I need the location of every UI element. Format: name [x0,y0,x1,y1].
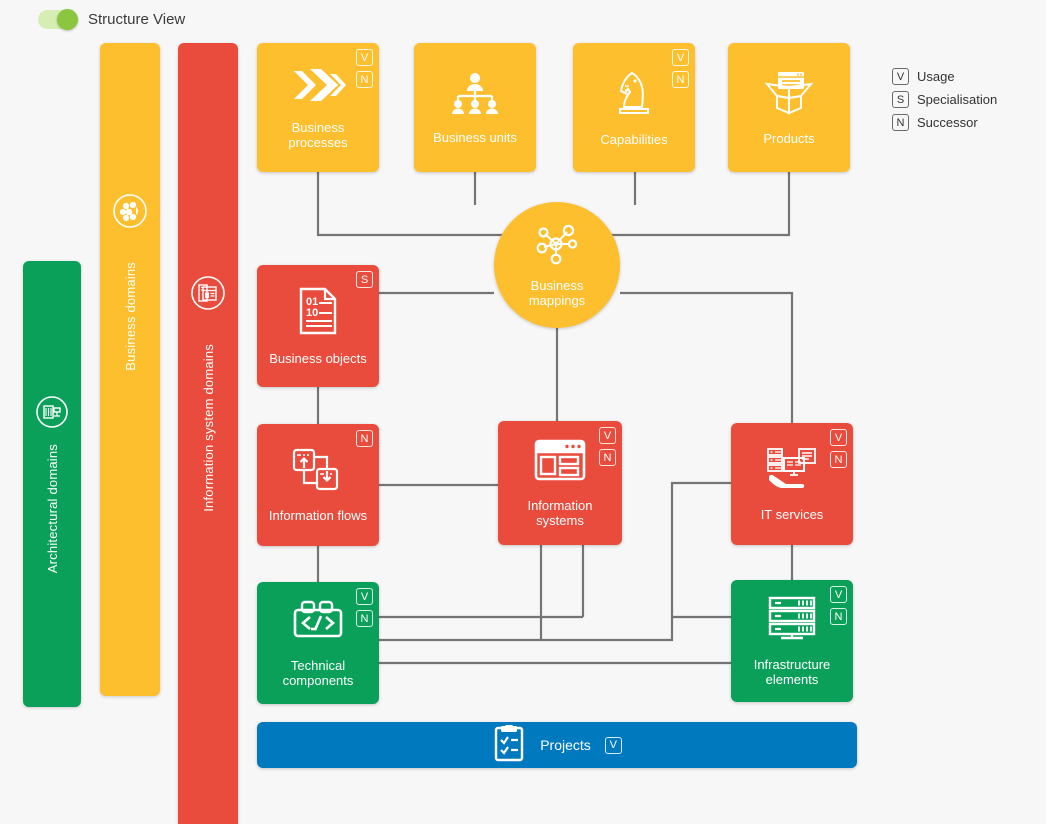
bar-label: Business domains [122,262,138,371]
badge-successor: N [672,71,689,88]
service-hand-icon [765,446,819,497]
open-box-icon [761,70,817,121]
card-label: Information flows [268,508,368,523]
card-label: IT services [760,507,824,522]
clipboard-check-icon [492,724,526,767]
badge-successor: N [830,608,847,625]
badge-group: S [356,271,373,288]
card-it-services[interactable]: V N IT services [731,423,853,545]
legend-item-successor: N Successor [892,114,997,131]
badge-usage: V [672,49,689,66]
card-label: Information systems [527,497,593,528]
structure-view-label: Structure View [88,11,186,28]
bar-label: Architectural domains [44,443,60,574]
card-label: Technical components [282,657,354,688]
toggle-knob [57,9,78,30]
card-products[interactable]: Products [728,43,850,172]
legend: V Usage S Specialisation N Successor [892,68,997,131]
legend-item-specialisation: S Specialisation [892,91,997,108]
card-business-processes[interactable]: V N Business processes [257,43,379,172]
card-technical-components[interactable]: V N Technical components [257,582,379,704]
badge-successor: N [356,430,373,447]
badge-successor: N [830,451,847,468]
card-label: Business objects [269,351,367,366]
badge-successor: N [356,71,373,88]
chevrons-icon [290,65,346,110]
card-label: Capabilities [600,131,668,147]
server-rack-icon [767,596,817,647]
hub-label: Business mappings [528,277,586,308]
card-business-units[interactable]: Business units [414,43,536,172]
badge-usage: V [356,588,373,605]
legend-key-icon: S [892,91,909,108]
badge-group: N [356,430,373,447]
bar-label: Information system domains [200,344,216,512]
badge-usage: V [830,429,847,446]
badge-group: V N [672,49,689,88]
bar-information-system-domains[interactable]: Information system domains [178,43,238,824]
network-nodes-icon [534,223,580,270]
hub-business-mappings[interactable]: Business mappings [494,202,620,328]
legend-item-label: Successor [917,115,978,130]
flower-cluster-icon [112,193,148,234]
architecture-chip-icon [35,395,69,434]
badge-usage: V [356,49,373,66]
legend-item-label: Specialisation [917,92,998,107]
structure-view-toggle-row: Structure View [38,9,186,30]
flow-arrows-icon [291,447,345,498]
bar-business-domains[interactable]: Business domains [100,43,160,696]
card-label: Projects [540,737,591,753]
card-projects[interactable]: Projects V [257,722,857,768]
layered-window-icon [190,275,226,316]
card-infrastructure-elements[interactable]: V N Infrastructure elements [731,580,853,702]
badge-group: V N [356,49,373,88]
org-chart-icon [448,71,502,120]
svg-text:01: 01 [306,296,318,308]
legend-item-usage: V Usage [892,68,997,85]
card-information-flows[interactable]: N Information flows [257,424,379,546]
legend-item-label: Usage [917,69,955,84]
legend-key-icon: V [892,68,909,85]
structure-view-toggle[interactable] [38,9,78,30]
legend-key-icon: N [892,114,909,131]
app-window-icon [534,439,586,488]
card-label: Business processes [288,120,348,150]
card-label: Infrastructure elements [753,656,831,687]
bar-architectural-domains[interactable]: Architectural domains [23,261,81,707]
chess-knight-icon [610,69,658,122]
card-label: Products [763,130,815,146]
card-information-systems[interactable]: V N Information systems [498,421,622,545]
card-label: Business units [433,129,517,145]
badge-usage: V [830,586,847,603]
badge-group: V N [599,427,616,466]
svg-text:10: 10 [306,307,318,319]
badge-group: V N [830,586,847,625]
badge-usage: V [604,736,622,754]
badge-group: V N [356,588,373,627]
badge-specialisation: S [356,271,373,288]
card-capabilities[interactable]: V N Capabilities [573,43,695,172]
code-brick-icon [291,599,345,648]
badge-successor: N [599,449,616,466]
badge-successor: N [356,610,373,627]
badge-group: V N [830,429,847,468]
document-data-icon: 01 10 [297,286,339,341]
card-business-objects[interactable]: S 01 10 Business objects [257,265,379,387]
badge-usage: V [599,427,616,444]
